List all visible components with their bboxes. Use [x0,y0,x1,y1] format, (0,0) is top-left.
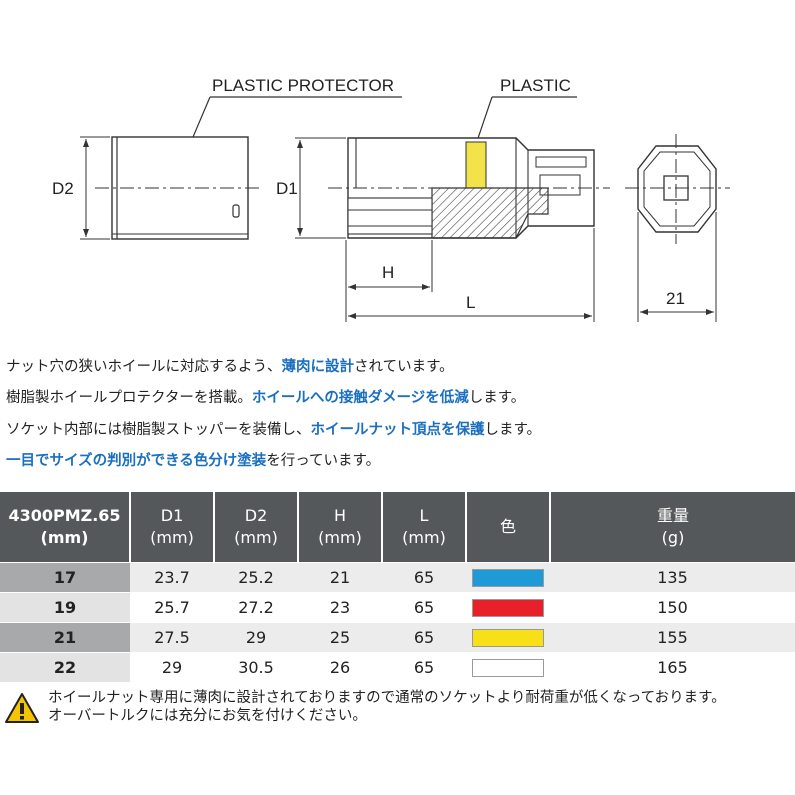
feature-line-4: 一目でサイズの判別ができる色分け塗装を行っています。 [6,451,380,471]
header-d2: D2 (mm) [214,492,299,563]
table-row: 22 29 30.5 26 65 165 [0,652,795,682]
header-unit: (mm) [150,528,194,547]
cell-d2: 30.5 [214,652,298,682]
cell-h: 21 [298,562,382,593]
cell-size: 19 [0,592,130,623]
color-swatch [472,659,544,678]
header-weight: 重量 (g) [550,492,795,563]
header-unit: (mm) [318,528,362,547]
feature-text: されています。 [354,359,454,375]
header-d1: D1 (mm) [130,492,215,563]
cell-size: 17 [0,562,130,593]
label-d2: D2 [52,179,74,198]
cell-d2: 25.2 [214,562,298,593]
feature-line-1: ナット穴の狭いホイールに対応するよう、薄肉に設計されています。 [6,357,454,377]
feature-text: ソケット内部には樹脂製ストッパーを装備し、 [6,422,311,438]
feature-text: を行っています。 [266,453,381,469]
header-l: L (mm) [382,492,467,563]
color-swatch [472,599,544,618]
warning-note: ホイールナット専用に薄肉に設計されておりますので通常のソケットより耐荷重が低くな… [4,690,794,730]
cell-size: 21 [0,622,130,653]
hex-end-view [625,134,730,322]
label-h: H [382,263,394,282]
cell-weight: 165 [550,652,795,682]
header-unit: (mm) [40,528,89,547]
cell-d1: 23.7 [130,562,214,593]
feature-text: します。 [468,390,526,406]
header-unit: (g) [661,528,685,547]
label-l: L [466,293,475,312]
cell-weight: 155 [550,622,795,653]
table-row: 19 25.7 27.2 23 65 150 [0,592,795,623]
socket-drawing [295,137,610,322]
cell-l: 65 [382,592,466,623]
cell-color [466,652,550,682]
warning-line-2: オーバートルクには充分にお気を付けください。 [48,708,367,724]
cell-l: 65 [382,562,466,593]
warning-triangle-icon [5,693,39,723]
cell-d1: 29 [130,652,214,682]
feature-text: します。 [484,422,542,438]
cell-d2: 27.2 [214,592,298,623]
feature-highlight: ホイールナット頂点を保護 [310,422,485,438]
cell-l: 65 [382,652,466,682]
header-line: H [333,506,347,525]
feature-highlight: 一目でサイズの判別ができる色分け塗装 [6,453,267,469]
header-line: D1 [160,506,184,525]
cell-color [466,562,550,593]
feature-highlight: 薄肉に設計 [281,359,355,375]
header-line: 4300PMZ.65 [8,506,121,525]
cell-h: 23 [298,592,382,623]
spec-table: 4300PMZ.65 (mm) D1 (mm) D2 (mm) H (mm) L (mm)… [0,492,795,682]
header-line: D2 [244,506,268,525]
header-line: 色 [499,517,516,536]
technical-drawing: PLASTIC PROTECTOR PLASTIC D2 [52,76,730,322]
warning-line-1: ホイールナット専用に薄肉に設計されておりますので通常のソケットより耐荷重が低くな… [48,690,726,706]
table-row: 21 27.5 29 25 65 155 [0,622,795,653]
label-hex-size: 21 [666,289,685,308]
label-plastic-protector: PLASTIC PROTECTOR [212,76,394,95]
header-model: 4300PMZ.65 (mm) [0,492,131,563]
header-unit: (mm) [234,528,278,547]
table-row: 17 23.7 25.2 21 65 135 [0,562,795,593]
color-swatch [472,569,544,588]
cell-h: 26 [298,652,382,682]
feature-text: ナット穴の狭いホイールに対応するよう、 [6,359,282,375]
color-swatch [472,629,544,648]
feature-line-2: 樹脂製ホイールプロテクターを搭載。ホイールへの接触ダメージを低減します。 [6,388,525,408]
cell-h: 25 [298,622,382,653]
feature-text: 樹脂製ホイールプロテクターを搭載。 [6,390,252,406]
header-line: 重量 [656,506,689,525]
cell-l: 65 [382,622,466,653]
feature-highlight: ホイールへの接触ダメージを低減 [251,390,469,406]
cell-d1: 27.5 [130,622,214,653]
header-unit: (mm) [402,528,446,547]
header-h: H (mm) [298,492,383,563]
cell-d1: 25.7 [130,592,214,623]
feature-line-3: ソケット内部には樹脂製ストッパーを装備し、ホイールナット頂点を保護します。 [6,420,541,440]
cell-weight: 135 [550,562,795,593]
cell-size: 22 [0,652,130,682]
table-header-row: 4300PMZ.65 (mm) D1 (mm) D2 (mm) H (mm) L (mm)… [0,492,795,563]
label-d1: D1 [276,179,298,198]
cell-color [466,622,550,653]
label-plastic: PLASTIC [500,76,571,95]
protector-drawing [80,136,262,240]
cell-color [466,592,550,623]
cell-d2: 29 [214,622,298,653]
cell-weight: 150 [550,592,795,623]
header-line: L [419,506,429,525]
header-color: 色 [466,492,551,563]
